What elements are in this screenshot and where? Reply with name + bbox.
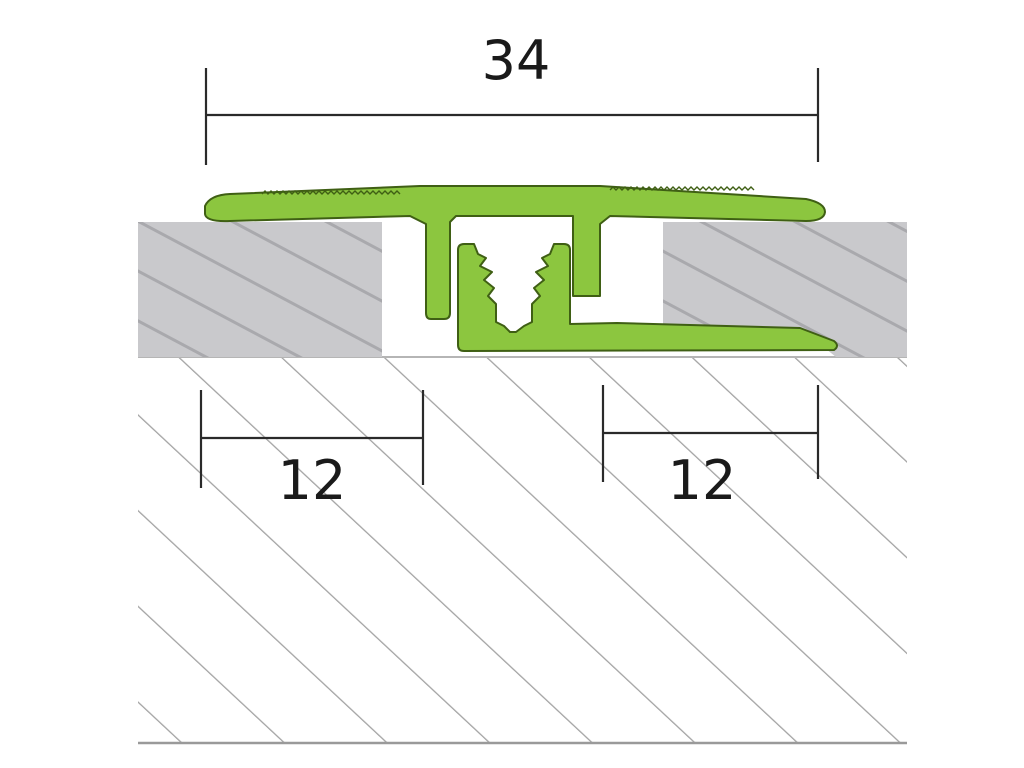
bottom-left-dimension: 12 bbox=[199, 390, 425, 512]
bottom-right-dimension-label: 12 bbox=[668, 449, 737, 512]
top-cover-profile bbox=[204, 185, 826, 320]
right-floor-covering bbox=[663, 222, 907, 357]
top-dimension-label: 34 bbox=[482, 29, 551, 92]
transition-profile bbox=[204, 185, 838, 352]
base-profile bbox=[457, 243, 838, 352]
bottom-left-dimension-label: 12 bbox=[278, 449, 347, 512]
substrate bbox=[138, 356, 907, 745]
left-floor-covering bbox=[138, 222, 382, 357]
top-dimension: 34 bbox=[204, 29, 820, 165]
grip-ribs bbox=[261, 186, 755, 195]
bottom-right-dimension: 12 bbox=[601, 385, 820, 512]
